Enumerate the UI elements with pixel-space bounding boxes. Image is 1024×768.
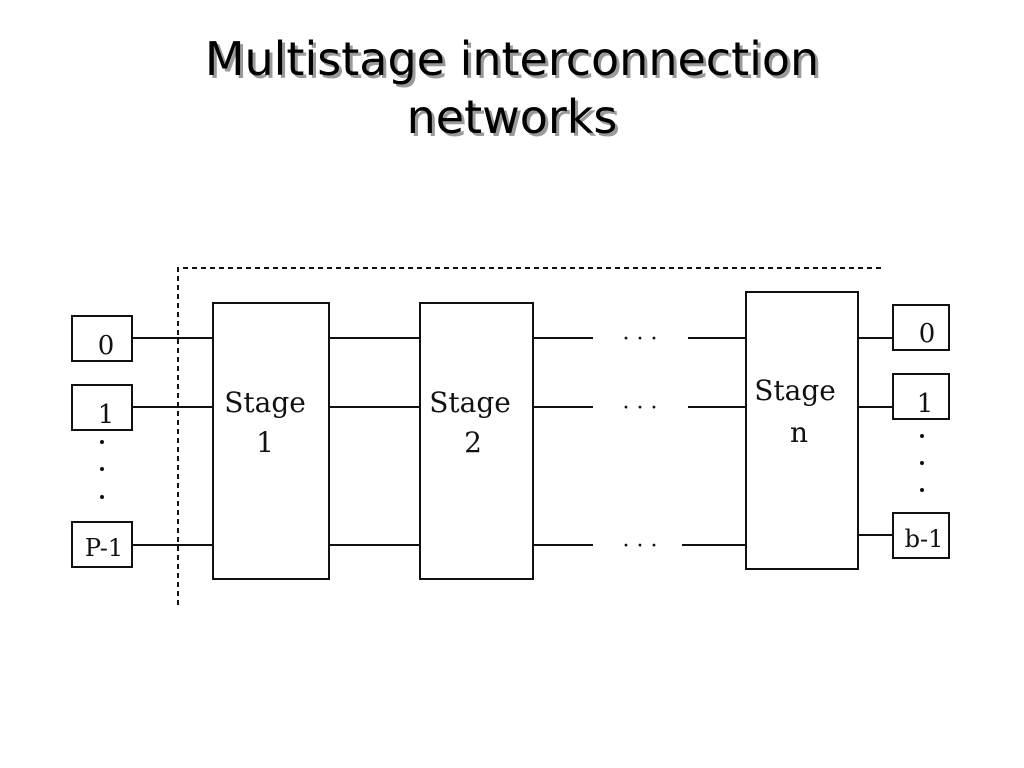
output-dot-1 (920, 434, 924, 438)
stage-2-number: 2 (464, 426, 482, 459)
input-box-0 (71, 315, 133, 362)
output-label-1: 1 (917, 389, 934, 419)
output-dot-3 (920, 488, 924, 492)
ellipsis-row-last: · · · (623, 534, 658, 559)
output-dot-2 (920, 461, 924, 465)
slide-title: Multistage interconnection networks (0, 30, 1024, 146)
stage-1-number: 1 (256, 426, 274, 459)
output-box-1 (892, 373, 950, 420)
title-line-2: networks (406, 90, 618, 144)
input-dot-2 (100, 467, 104, 471)
stage-box-2 (419, 302, 534, 580)
ellipsis-row-0: · · · (623, 327, 658, 352)
stage-1-label: Stage (224, 386, 306, 419)
input-dot-1 (100, 440, 104, 444)
title-line-1: Multistage interconnection (204, 32, 820, 86)
output-label-last: b-1 (905, 525, 944, 553)
input-box-1 (71, 384, 133, 431)
output-label-0: 0 (919, 319, 936, 349)
input-label-1: 1 (98, 400, 115, 430)
ellipsis-row-1: · · · (623, 396, 658, 421)
stage-2-label: Stage (429, 386, 511, 419)
output-box-0 (892, 304, 950, 351)
output-box-last (892, 512, 950, 559)
input-box-last (71, 521, 133, 568)
stage-box-1 (212, 302, 330, 580)
stage-n-label: Stage (754, 374, 836, 407)
stage-n-number: n (790, 416, 808, 449)
input-label-last: P-1 (85, 534, 123, 562)
network-boundary (177, 267, 882, 605)
stage-box-n (745, 291, 859, 570)
input-label-0: 0 (98, 331, 115, 361)
input-dot-3 (100, 495, 104, 499)
